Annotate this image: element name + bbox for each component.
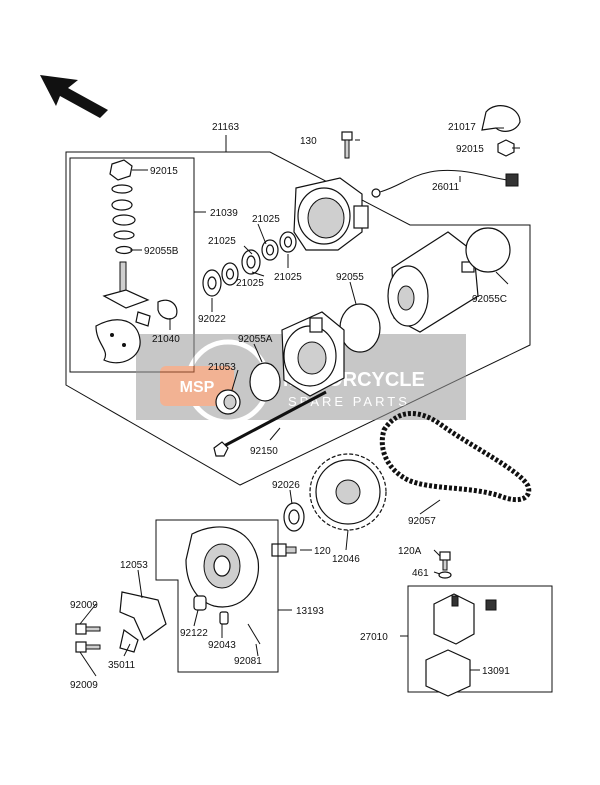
gear-21053: [215, 389, 241, 415]
rollers: [193, 595, 261, 645]
label-12046: 12046: [332, 554, 360, 565]
label-92015-left: 92015: [150, 166, 178, 177]
relay-box-frame: [407, 585, 553, 693]
label-21053: 21053: [208, 362, 236, 373]
label-21025-b: 21025: [208, 236, 236, 247]
label-12053: 12053: [120, 560, 148, 571]
label-27010: 27010: [360, 632, 388, 643]
label-92055A: 92055A: [238, 334, 273, 345]
label-21163: 21163: [212, 122, 240, 133]
label-92022: 92022: [198, 314, 226, 325]
part-labels: 21163 130 21017 92015 26011 92015 21039 …: [70, 122, 510, 691]
starter-front-cover: [281, 311, 345, 397]
label-92026: 92026: [272, 480, 300, 491]
chain-92057: [379, 411, 532, 503]
label-26011: 26011: [432, 182, 460, 193]
label-130: 130: [300, 136, 317, 147]
label-92081: 92081: [234, 656, 262, 667]
starter-relay: [425, 593, 497, 697]
sprocket-12046: [309, 453, 387, 531]
label-92055B: 92055B: [144, 246, 179, 257]
terminal-boot: [481, 105, 521, 157]
starter-end-cover: [293, 177, 369, 251]
label-13193: 13193: [296, 606, 324, 617]
bolt-130: [341, 131, 353, 159]
starter-clutch-stack: [95, 159, 178, 364]
bolt-120A: [438, 551, 452, 579]
starter-motor-group-frame: [65, 151, 531, 486]
label-21039: 21039: [210, 208, 238, 219]
starter-cable: [371, 169, 519, 198]
long-bolt-92150: [213, 390, 327, 457]
label-92043: 92043: [208, 640, 236, 651]
label-21025-d: 21025: [274, 272, 302, 283]
label-21040: 21040: [152, 334, 180, 345]
starter-motor: [387, 231, 479, 333]
label-120: 120: [314, 546, 331, 557]
starter-clutch-subgroup-frame: [69, 157, 195, 373]
bolt-120: [271, 543, 297, 557]
label-21017: 21017: [448, 122, 476, 133]
label-13091: 13091: [482, 666, 510, 677]
label-92009-b: 92009: [70, 680, 98, 691]
label-21025-a: 21025: [252, 214, 280, 225]
label-92009-a: 92009: [70, 600, 98, 611]
starter-clutch-frame: [155, 519, 279, 673]
label-92055C: 92055C: [472, 294, 507, 305]
bracket-12053: [75, 591, 167, 653]
label-92057: 92057: [408, 516, 436, 527]
watermark-badge: MSP: [180, 379, 215, 396]
label-21025-c: 21025: [236, 278, 264, 289]
leader-lines: [79, 127, 520, 677]
o-ring-92055A: [249, 362, 281, 402]
o-ring-92055: [339, 303, 381, 353]
label-92122: 92122: [180, 628, 208, 639]
direction-arrow-icon: [40, 75, 108, 118]
o-ring-92055C: [465, 227, 511, 273]
label-35011: 35011: [108, 660, 136, 671]
label-120A: 120A: [398, 546, 422, 557]
label-92055: 92055: [336, 272, 364, 283]
label-461: 461: [412, 568, 429, 579]
label-92015-top: 92015: [456, 144, 484, 155]
washers-21025: [202, 231, 297, 297]
washer-92026: [283, 502, 305, 532]
label-92150: 92150: [250, 446, 278, 457]
starter-clutch-housing: [185, 526, 260, 608]
